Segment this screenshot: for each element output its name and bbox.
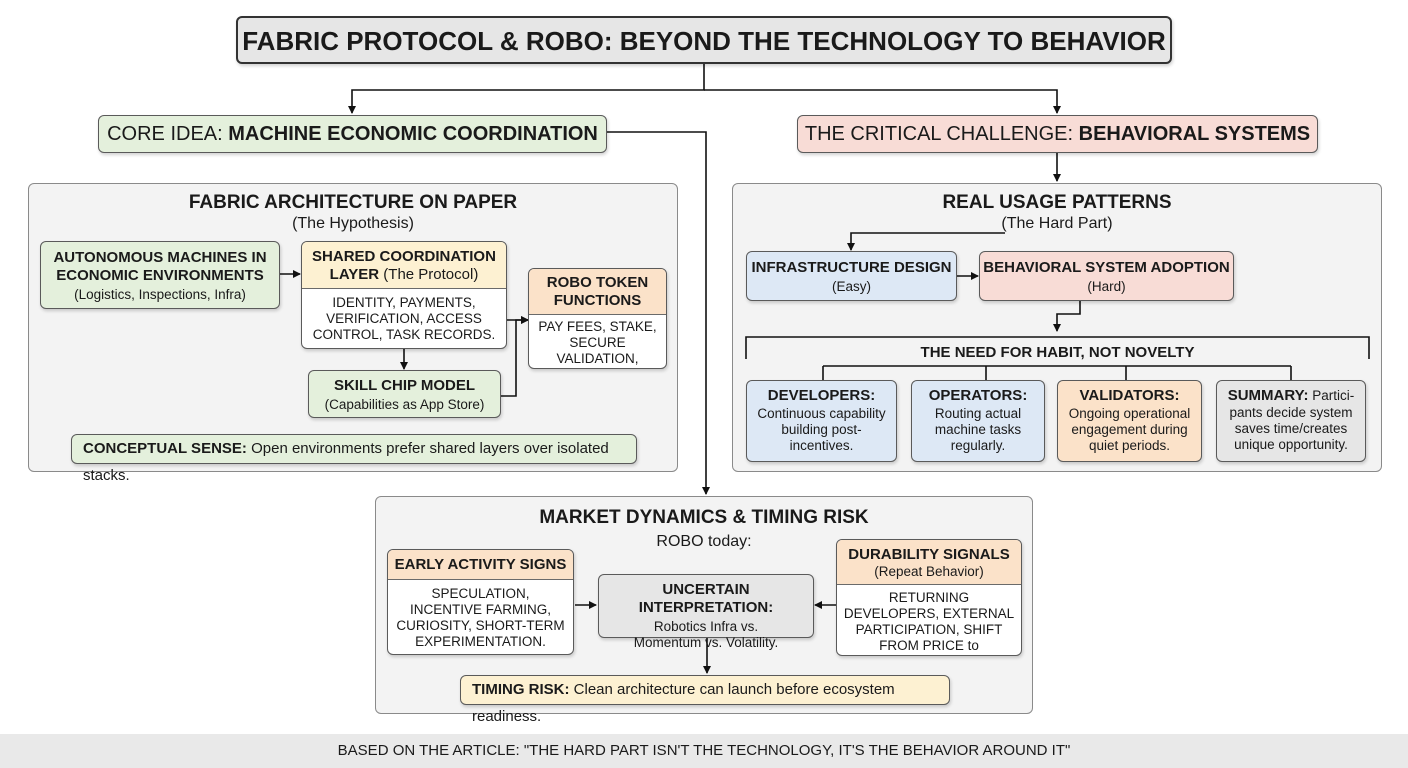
architecture-subheading: (The Hypothesis) <box>292 215 414 232</box>
durability-signals-box: DURABILITY SIGNALS (Repeat Behavior) RET… <box>836 539 1022 656</box>
conceptual-sense-box: CONCEPTUAL SENSE: Open environments pref… <box>71 434 637 484</box>
infrastructure-design-body: (Easy) <box>831 279 871 294</box>
usage-heading: REAL USAGE PATTERNS <box>942 192 1172 213</box>
shared-coordination-suffix: (The Protocol) <box>379 266 479 283</box>
market-heading: MARKET DYNAMICS & TIMING RISK <box>539 507 869 528</box>
validators-card: VALIDATORS: Ongoing operational engageme… <box>1057 380 1202 462</box>
core-idea-prefix: CORE IDEA: <box>107 123 229 145</box>
validators-title: VALIDATORS: <box>1079 387 1180 404</box>
shared-coordination-title: SHARED COORDINATION LAYER <box>312 248 496 283</box>
core-idea-main: MACHINE ECONOMIC COORDINATION <box>228 123 598 145</box>
shared-coordination-body: IDENTITY, PAYMENTS, VERIFICATION, ACCESS… <box>312 295 496 342</box>
early-activity-box: EARLY ACTIVITY SIGNS SPECULATION, INCENT… <box>387 549 574 655</box>
challenge-main: BEHAVIORAL SYSTEMS <box>1078 123 1311 145</box>
infrastructure-design-box: INFRASTRUCTURE DESIGN (Easy) <box>746 251 957 301</box>
conceptual-sense-text: Open environments prefer shared layers o… <box>83 440 609 484</box>
operators-title: OPERATORS: <box>928 387 1028 404</box>
behavioral-adoption-title: BEHAVIORAL SYSTEM ADOPTION <box>983 259 1230 276</box>
validators-body: Ongoing operational engagement during qu… <box>1068 406 1191 453</box>
uncertain-interpretation-title: UNCERTAIN INTERPRETATION: <box>638 581 774 616</box>
infrastructure-design-title: INFRASTRUCTURE DESIGN <box>751 259 952 276</box>
durability-signals-body: RETURNING DEVELOPERS, EXTERNAL PARTICIPA… <box>841 590 1017 655</box>
page-title: FABRIC PROTOCOL & ROBO: BEYOND THE TECHN… <box>236 16 1172 64</box>
skill-chip-title: SKILL CHIP MODEL <box>333 377 476 394</box>
usage-subheading: (The Hard Part) <box>1001 215 1113 232</box>
operators-card: OPERATORS: Routing actual machine tasks … <box>911 380 1045 462</box>
uncertain-interpretation-box: UNCERTAIN INTERPRETATION: Robotics Infra… <box>598 574 814 650</box>
autonomous-machines-body: (Logistics, Inspections, Infra) <box>74 287 246 302</box>
timing-risk-label: TIMING RISK: <box>472 681 570 698</box>
robo-token-body: PAY FEES, STAKE, SECURE VALIDATION, GOVE… <box>538 319 657 368</box>
durability-signals-subtitle: (Repeat Behavior) <box>874 564 984 579</box>
summary-body: Partici-pants decide system saves time/c… <box>1229 388 1355 452</box>
summary-card: SUMMARY: Partici-pants decide system sav… <box>1216 380 1366 462</box>
conceptual-sense-label: CONCEPTUAL SENSE: <box>83 440 247 457</box>
autonomous-machines-title: AUTONOMOUS MACHINES IN ECONOMIC ENVIRONM… <box>53 249 267 284</box>
robo-token-box: ROBO TOKEN FUNCTIONS PAY FEES, STAKE, SE… <box>528 268 667 369</box>
developers-body: Continuous capability building post-ince… <box>757 406 886 453</box>
early-activity-title: EARLY ACTIVITY SIGNS <box>388 550 573 580</box>
shared-coordination-box: SHARED COORDINATION LAYER (The Protocol)… <box>301 241 507 349</box>
summary-title: SUMMARY: <box>1227 387 1309 404</box>
behavioral-adoption-box: BEHAVIORAL SYSTEM ADOPTION (Hard) <box>979 251 1234 301</box>
skill-chip-box: SKILL CHIP MODEL (Capabilities as App St… <box>308 370 501 418</box>
footer-bar: BASED ON THE ARTICLE: "THE HARD PART ISN… <box>0 734 1408 768</box>
challenge-banner: THE CRITICAL CHALLENGE: BEHAVIORAL SYSTE… <box>797 115 1318 153</box>
habit-heading: THE NEED FOR HABIT, NOT NOVELTY <box>920 344 1195 361</box>
challenge-prefix: THE CRITICAL CHALLENGE: <box>804 123 1079 145</box>
core-idea-banner: CORE IDEA: MACHINE ECONOMIC COORDINATION <box>98 115 607 153</box>
durability-signals-title: DURABILITY SIGNALS <box>848 546 1010 563</box>
uncertain-interpretation-body: Robotics Infra vs. Momentum vs. Volatili… <box>633 619 779 650</box>
early-activity-body: SPECULATION, INCENTIVE FARMING, CURIOSIT… <box>396 586 565 649</box>
operators-body: Routing actual machine tasks regularly. <box>934 406 1022 453</box>
skill-chip-body: (Capabilities as App Store) <box>324 397 485 412</box>
shared-coordination-header: SHARED COORDINATION LAYER (The Protocol) <box>302 242 506 289</box>
timing-risk-box: TIMING RISK: Clean architecture can laun… <box>460 675 950 725</box>
market-subheading: ROBO today: <box>656 533 752 550</box>
developers-card: DEVELOPERS: Continuous capability buildi… <box>746 380 897 462</box>
timing-risk-text: Clean architecture can launch before eco… <box>472 681 895 725</box>
robo-token-title: ROBO TOKEN FUNCTIONS <box>529 269 666 315</box>
behavioral-adoption-body: (Hard) <box>1087 279 1126 294</box>
developers-title: DEVELOPERS: <box>767 387 876 404</box>
autonomous-machines-box: AUTONOMOUS MACHINES IN ECONOMIC ENVIRONM… <box>40 241 280 309</box>
architecture-heading: FABRIC ARCHITECTURE ON PAPER <box>188 192 518 213</box>
durability-signals-header: DURABILITY SIGNALS (Repeat Behavior) <box>837 540 1021 585</box>
